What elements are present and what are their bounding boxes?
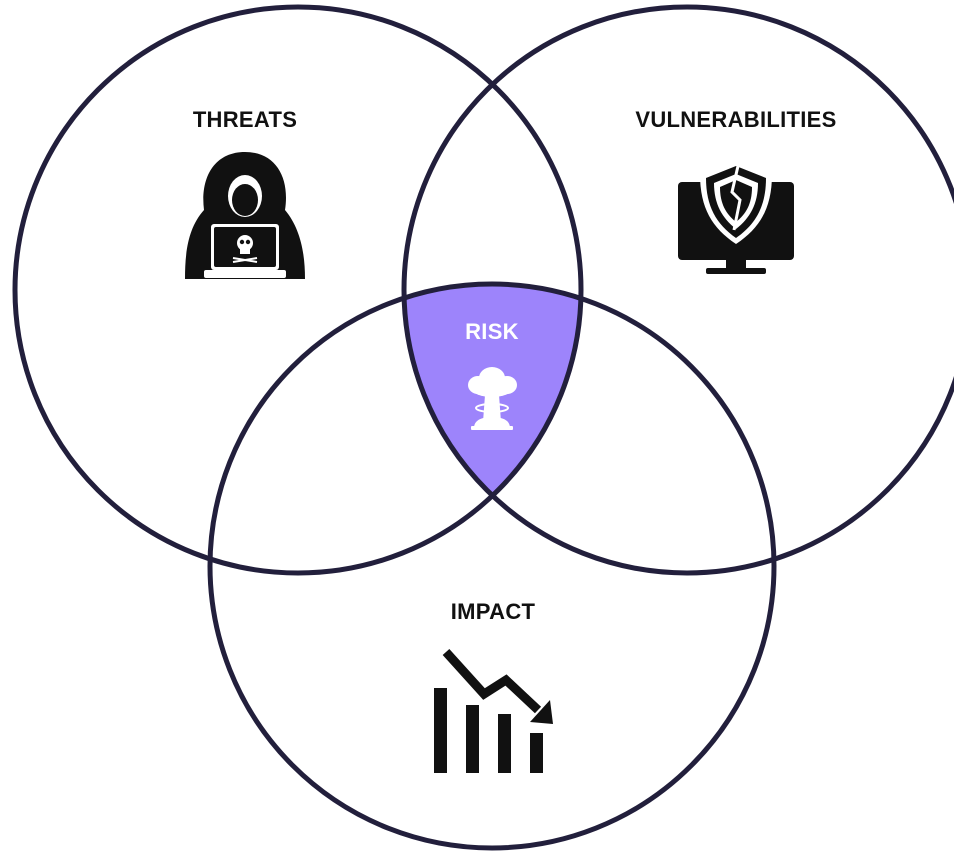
impact-circle <box>207 281 777 851</box>
declining-chart-icon <box>434 648 553 773</box>
vulnerabilities-circle <box>401 4 954 576</box>
impact-label: IMPACT <box>451 599 536 624</box>
mushroom-cloud-icon <box>468 367 517 430</box>
threats-label: THREATS <box>193 107 297 132</box>
impact-circle-fill <box>210 284 774 848</box>
shield-monitor-icon <box>678 160 794 274</box>
threats-circle <box>12 4 584 576</box>
risk-label: RISK <box>465 319 519 344</box>
hacker-icon <box>185 152 305 279</box>
vulnerabilities-label: VULNERABILITIES <box>635 107 836 132</box>
